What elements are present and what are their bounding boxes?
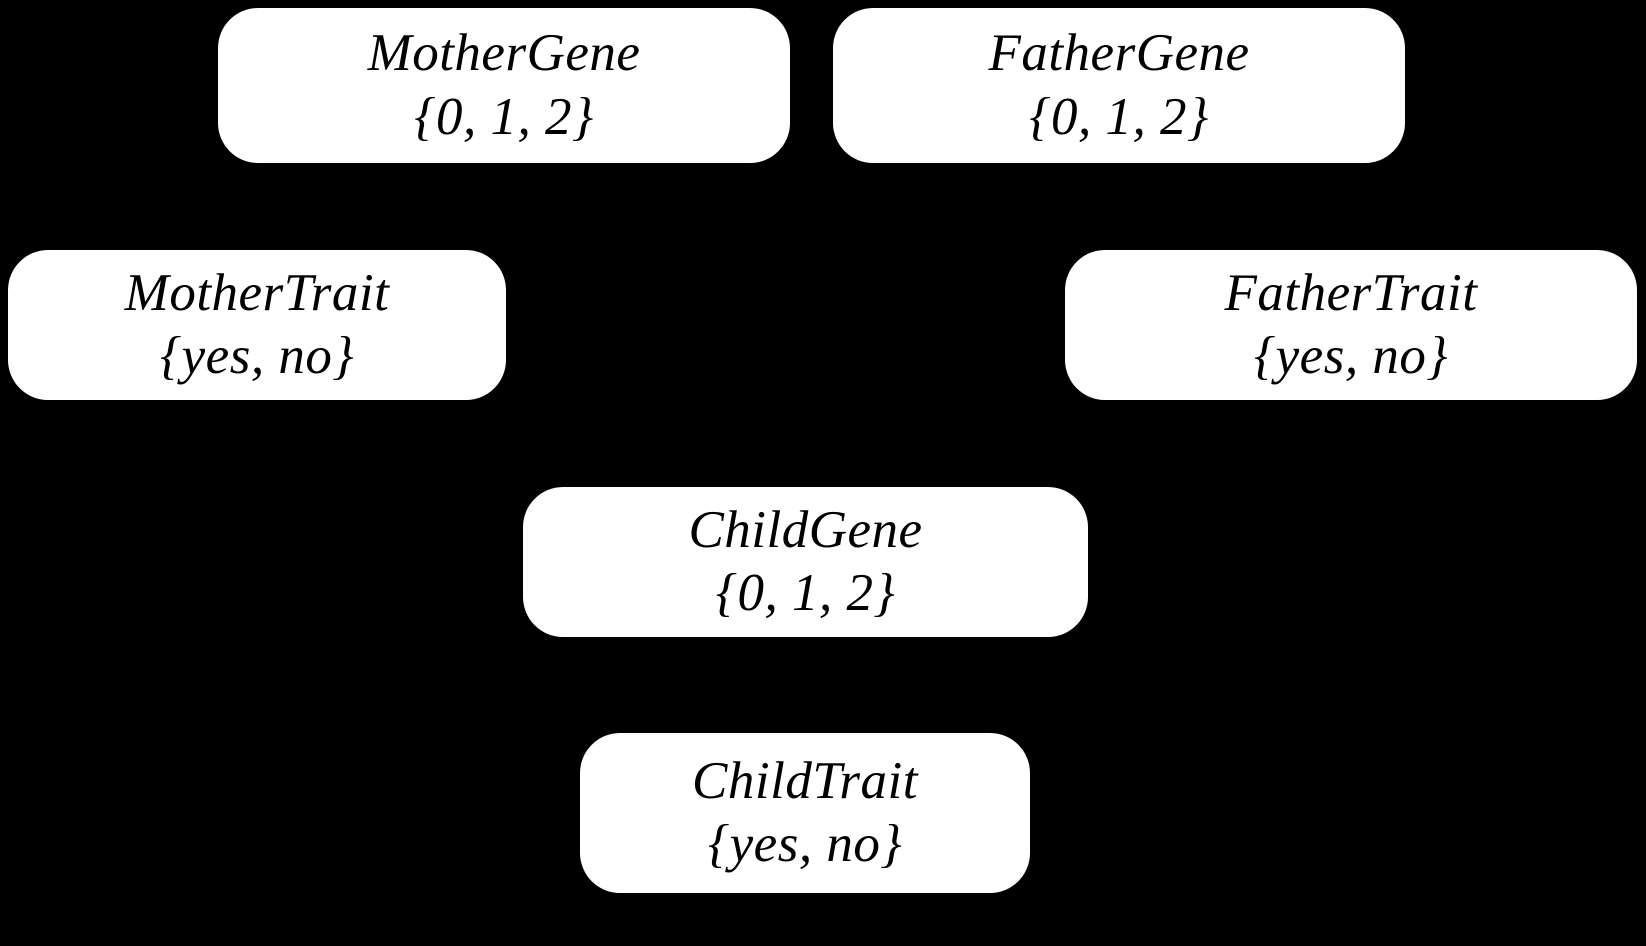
node-father-gene[interactable]: FatherGene {0, 1, 2}: [833, 8, 1405, 163]
node-child-gene-name: ChildGene: [688, 500, 923, 559]
node-child-trait-name: ChildTrait: [692, 751, 918, 810]
node-mother-trait-domain: {yes, no}: [159, 327, 355, 385]
node-father-trait[interactable]: FatherTrait {yes, no}: [1065, 250, 1637, 400]
node-father-trait-name: FatherTrait: [1224, 263, 1478, 322]
node-mother-trait-name: MotherTrait: [124, 263, 390, 322]
node-father-gene-name: FatherGene: [988, 24, 1250, 83]
node-child-gene-domain: {0, 1, 2}: [715, 564, 896, 622]
node-child-gene[interactable]: ChildGene {0, 1, 2}: [523, 487, 1088, 637]
node-mother-gene-domain: {0, 1, 2}: [414, 87, 594, 146]
node-mother-gene-name: MotherGene: [367, 24, 641, 83]
node-father-gene-domain: {0, 1, 2}: [1029, 87, 1209, 146]
node-father-trait-domain: {yes, no}: [1253, 327, 1449, 385]
node-child-trait-domain: {yes, no}: [707, 815, 903, 873]
node-mother-gene[interactable]: MotherGene {0, 1, 2}: [218, 8, 790, 163]
node-child-trait[interactable]: ChildTrait {yes, no}: [580, 733, 1030, 893]
node-mother-trait[interactable]: MotherTrait {yes, no}: [8, 250, 506, 400]
